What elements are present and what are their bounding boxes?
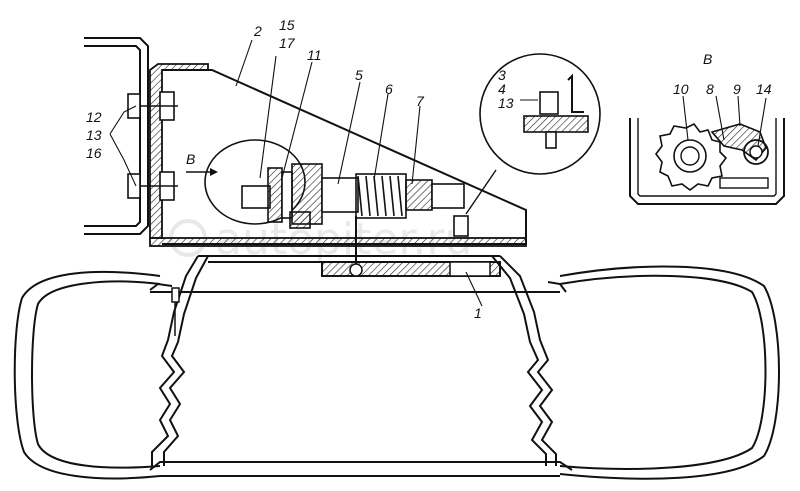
callout-15: 15 [279, 17, 295, 33]
callout-12: 12 [86, 109, 102, 125]
callout-6: 6 [385, 81, 393, 97]
frame-rail [84, 37, 149, 235]
callout-13-frame: 13 [86, 127, 102, 143]
inset-pawl-spring [743, 139, 769, 165]
callout-8: 8 [706, 81, 714, 97]
detail-circle-fixing [465, 53, 601, 215]
tire-right-inner-contour [559, 274, 767, 470]
rim-right-flange-inner [491, 255, 547, 466]
callout-17: 17 [279, 35, 296, 51]
shaft-housing [321, 177, 359, 213]
rim-flange-lip-left [149, 282, 173, 291]
rim-left-flange [151, 255, 199, 466]
callout-5: 5 [355, 67, 363, 83]
spare-wheel [13, 265, 780, 480]
callout-14: 14 [756, 81, 772, 97]
view-b-inset [629, 118, 785, 205]
valve-stem [171, 287, 180, 336]
callout-4: 4 [498, 81, 506, 97]
callout-10: 10 [673, 81, 689, 97]
washer-spring [281, 171, 293, 219]
inset-ratchet-hub [673, 139, 707, 173]
callout-11: 11 [307, 47, 322, 63]
callout-2: 2 [253, 23, 262, 39]
support-block [453, 215, 469, 237]
holder-plate [162, 69, 527, 245]
rim-left-flange-inner [163, 255, 209, 466]
callout-3: 3 [498, 67, 506, 83]
winch-mechanism [241, 163, 469, 264]
ratchet-wheel [267, 167, 283, 223]
callout-16: 16 [86, 145, 102, 161]
tire-left-inner-contour [31, 280, 161, 469]
tire-left-contour [13, 270, 161, 480]
view-arrow-label: В [186, 151, 195, 167]
callout-1: 1 [474, 305, 482, 321]
mounting-bolts [127, 91, 178, 201]
drum-end [405, 179, 433, 211]
spring-coil [357, 175, 403, 217]
bolt-lower-head [127, 173, 141, 199]
callout-7: 7 [416, 93, 425, 109]
rim-right-flange [499, 255, 557, 466]
callout-labels: 1 2 3 4 5 6 7 8 9 10 11 12 13 13 14 15 1… [86, 17, 772, 321]
clamp-plate [321, 261, 501, 277]
wheel-rim [149, 255, 567, 466]
shaft-end [431, 183, 465, 209]
inset-channel [629, 118, 785, 205]
lower-bracket [289, 211, 311, 229]
ratchet-hub [241, 185, 271, 209]
leader-lines [109, 39, 767, 307]
rim-flange-lip-right [547, 281, 567, 293]
tire-right-contour [559, 265, 780, 480]
bolt-upper-head [127, 93, 141, 119]
inset-view-title: В [703, 51, 712, 67]
tire-bead-bottom [149, 461, 573, 471]
callout-9: 9 [733, 81, 741, 97]
callout-13-detail: 13 [498, 95, 514, 111]
view-arrow: В [186, 151, 218, 176]
